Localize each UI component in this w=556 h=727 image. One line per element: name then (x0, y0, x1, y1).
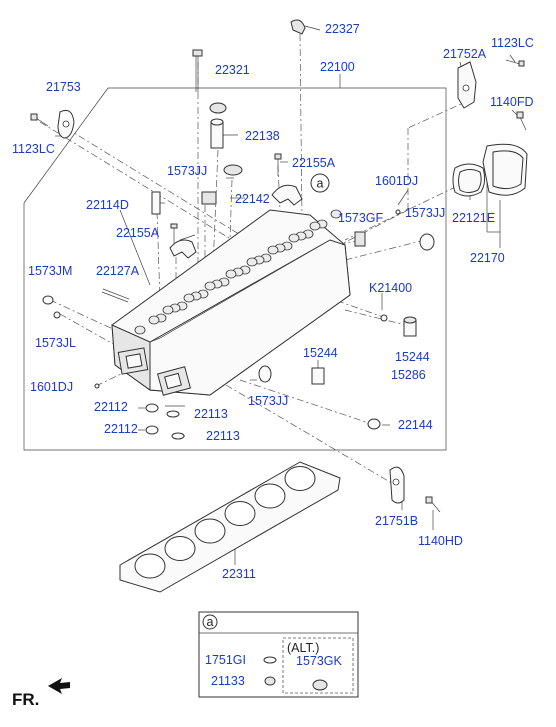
seal-22112-a (145, 403, 159, 413)
valve-spring (162, 305, 174, 315)
cap-22327 (290, 19, 306, 35)
inset-alt-label: (ALT.) (287, 641, 319, 655)
label-15244-right: 15244 (395, 350, 430, 364)
cap-22138-top (209, 102, 227, 114)
washer-1751GI (263, 656, 277, 664)
label-1573JJ-right: 1573JJ (405, 206, 445, 220)
label-21753: 21753 (46, 80, 81, 94)
valve-spring (204, 281, 216, 291)
label-1573GK: 1573GK (296, 654, 343, 668)
front-arrow-icon (48, 678, 70, 694)
valve-spring (330, 209, 342, 219)
parts (30, 19, 528, 513)
gasket-bore (254, 483, 286, 509)
label-22112-bottom: 22112 (104, 422, 138, 436)
cap-22155A-a (271, 184, 303, 206)
label-22114D: 22114D (86, 198, 129, 212)
plug-1573JM (42, 295, 54, 305)
label-22127A: 22127A (96, 264, 140, 278)
label-22138: 22138 (245, 129, 280, 143)
valve-spring (246, 257, 258, 267)
plug-22144 (367, 418, 381, 430)
gasket-bore (224, 501, 256, 526)
label-21133: 21133 (211, 674, 245, 688)
label-22327: 22327 (325, 22, 360, 36)
part-labels: 22327 21752A 1123LC 22321 22100 21753 11… (12, 22, 534, 581)
svg-text:a: a (317, 177, 324, 191)
gasket-bore (164, 536, 196, 561)
oring-K21400 (380, 314, 388, 322)
label-22144: 22144 (398, 418, 433, 432)
label-22113-top: 22113 (194, 407, 228, 421)
plug-1573JJ-b (419, 233, 435, 251)
valve-spring (134, 325, 146, 335)
bolt-22321 (192, 49, 203, 57)
label-21751B: 21751B (375, 514, 418, 528)
fr-label: FR. (12, 690, 39, 709)
label-1573JJ-bottom: 1573JJ (248, 394, 288, 408)
label-1573GF: 1573GF (338, 211, 384, 225)
label-K21400: K21400 (369, 281, 412, 295)
label-15244-mid: 15244 (303, 346, 338, 360)
label-22311: 22311 (222, 567, 256, 581)
pin-1601DJ-b (94, 383, 100, 389)
valve-spring (267, 245, 279, 255)
seal-22113-b (171, 432, 185, 440)
label-1573JM: 1573JM (28, 264, 72, 278)
label-21752A: 21752A (443, 47, 487, 61)
valve-spring (288, 233, 300, 243)
plug-1573GF (354, 231, 366, 247)
sensor-15244-b (311, 367, 325, 385)
plug-1573JL (53, 311, 61, 319)
label-22170: 22170 (470, 251, 505, 265)
cap-22155A-b (169, 239, 197, 259)
callout-a: a (310, 173, 330, 193)
inset-a: a (ALT.) 1573GK 1751GI 21133 (198, 611, 359, 698)
label-22121E: 22121E (452, 211, 495, 225)
label-1123LC-left: 1123LC (12, 142, 55, 156)
label-1601DJ-left: 1601DJ (30, 380, 73, 394)
label-22321: 22321 (215, 63, 250, 77)
seal-22113-a (166, 410, 180, 418)
valve-spring (183, 293, 195, 303)
label-1140HD: 1140HD (418, 534, 463, 548)
nut-22142 (201, 191, 217, 205)
valve-spring (148, 315, 160, 325)
label-22100: 22100 (320, 60, 355, 74)
gasket-bore (194, 518, 226, 544)
valve-spring (309, 221, 321, 231)
pin-22114D (151, 191, 161, 215)
cylinder-head (111, 209, 351, 396)
label-1573JJ-top: 1573JJ (167, 164, 207, 178)
label-22155A-top: 22155A (292, 156, 336, 170)
front-indicator: FR. (12, 678, 70, 709)
assembly-frame (23, 87, 447, 451)
label-15286: 15286 (391, 368, 426, 382)
valve-spring (225, 269, 237, 279)
label-1573JL: 1573JL (35, 336, 76, 350)
inset-ref: a (207, 615, 214, 629)
gasket-bore (284, 466, 316, 491)
tappet-22138 (210, 121, 224, 149)
gasket-bore (134, 553, 166, 579)
label-1601DJ-right: 1601DJ (375, 174, 418, 188)
label-22112-top: 22112 (94, 400, 128, 414)
label-22155A-left: 22155A (116, 226, 160, 240)
plug-21133 (264, 676, 276, 686)
label-1140FD: 1140FD (490, 95, 534, 109)
seal-22112-b (145, 425, 159, 435)
plug-1573JJ-top (223, 164, 243, 176)
plug-1573GK (312, 679, 328, 691)
label-1123LC-right: 1123LC (491, 36, 534, 50)
head-gasket (119, 461, 341, 593)
label-22142: 22142 (235, 192, 270, 206)
plug-1573JJ-c (258, 365, 272, 383)
pin-1601DJ-a (395, 209, 401, 215)
label-1751GI: 1751GI (205, 653, 246, 667)
label-22113-bottom: 22113 (206, 429, 240, 443)
